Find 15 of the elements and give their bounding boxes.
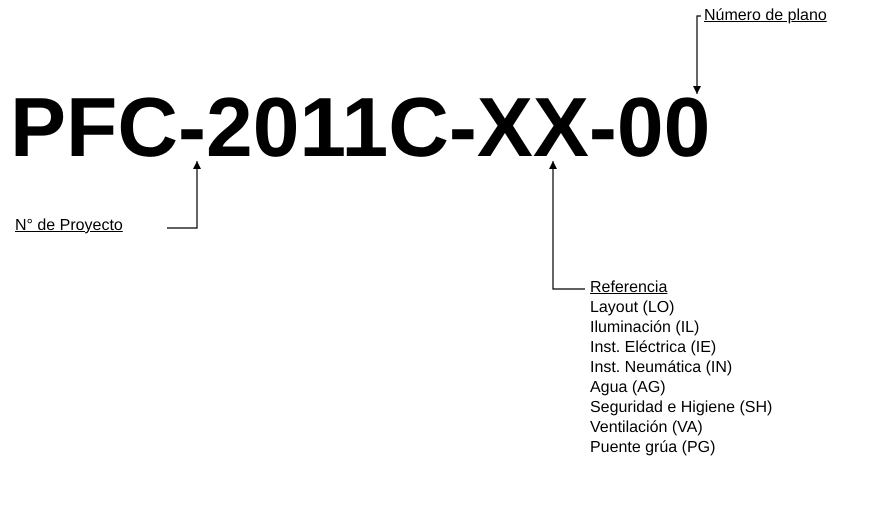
label-text: N° de Proyecto (15, 216, 123, 236)
leader-line (167, 161, 201, 229)
list-item: Seguridad e Higiene (SH) (590, 398, 772, 418)
list-item: Inst. Neumática (IN) (590, 358, 732, 378)
label-text: Número de plano (704, 6, 827, 26)
list-item: Puente grúa (PG) (590, 438, 716, 458)
code-text: PFC-2011C-XX-00 (10, 94, 710, 160)
list-item: Agua (AG) (590, 378, 666, 398)
heading-text: Referencia (590, 278, 668, 298)
list-item: Iluminación (IL) (590, 318, 700, 338)
list-item: Inst. Eléctrica (IE) (590, 338, 716, 358)
leader-line (693, 15, 701, 94)
list-item: Ventilación (VA) (590, 418, 703, 438)
leader-line (549, 161, 585, 290)
list-item: Layout (LO) (590, 298, 674, 318)
